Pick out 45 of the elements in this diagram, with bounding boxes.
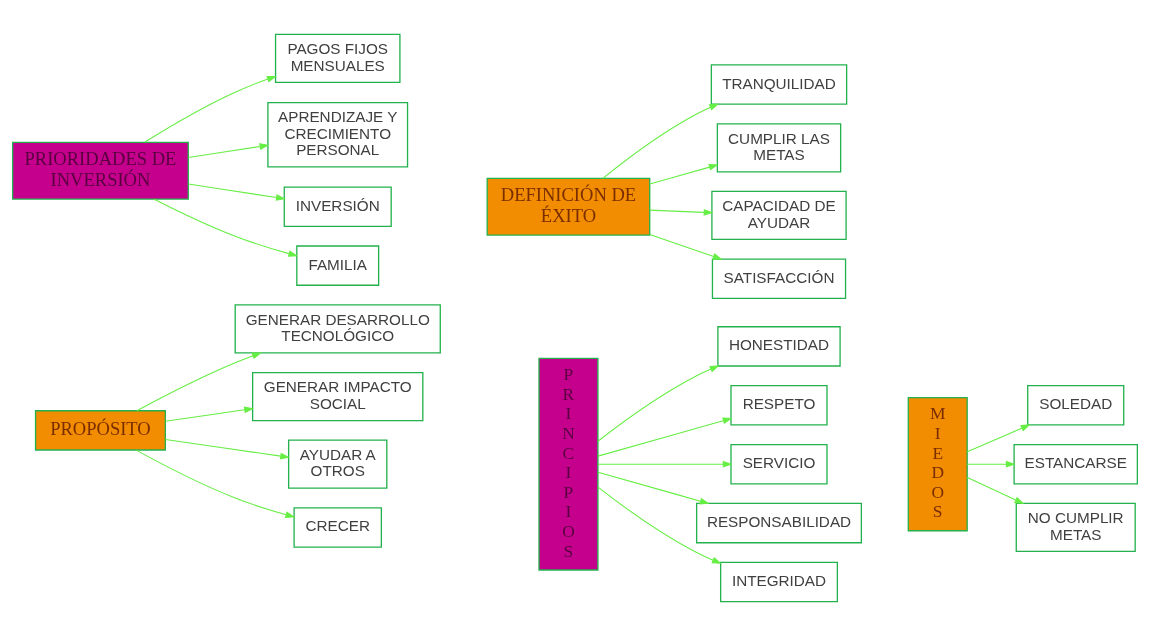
node-box: FAMILIA [296, 244, 380, 286]
node-box: DEFINICIÓN DE ÉXITO [486, 177, 651, 236]
arrow [597, 486, 722, 564]
arrow [602, 103, 720, 179]
arrow [966, 476, 1025, 504]
arrow [966, 423, 1031, 452]
node-box: RESPETO [730, 384, 828, 426]
node-box: INTEGRIDAD [720, 561, 838, 602]
node-box: SERVICIO [730, 443, 828, 484]
node-box: INVERSIÓN [283, 185, 392, 227]
node-box: SATISFACCIÓN [711, 257, 847, 299]
node-box: CRECER [293, 506, 382, 548]
arrow [966, 460, 1016, 468]
node-box: CAPACIDAD DE AYUDAR [711, 190, 847, 240]
arrow [164, 405, 255, 422]
node-box: APRENDIZAJE Y CRECIMIENTO PERSONAL [267, 101, 409, 168]
node-box: HONESTIDAD [717, 325, 841, 367]
node-box: SOLEDAD [1027, 384, 1125, 426]
arrow [136, 351, 262, 411]
node-box: MIEDOS [907, 396, 968, 531]
node-box: GENERAR DESARROLLO TECNOLÓGICO [234, 303, 441, 354]
arrow [187, 142, 270, 158]
node-box: CUMPLIR LAS METAS [716, 122, 842, 172]
arrow [164, 438, 291, 459]
node-box: ESTANCARSE [1013, 443, 1138, 484]
node-box: RESPONSABILIDAD [696, 502, 862, 543]
node-box: PROPÓSITO [34, 409, 166, 451]
node-box: PAGOS FIJOS MENSUALES [274, 33, 401, 83]
node-box: PRINCIPIOS [538, 357, 599, 571]
arrow [649, 163, 719, 185]
arrow [597, 364, 720, 442]
node-box: AYUDAR A OTROS [288, 439, 388, 489]
node-box: PRIORIDADES DE INVERSIÓN [12, 141, 189, 200]
node-box: TRANQUILIDAD [710, 63, 848, 105]
node-box: GENERAR IMPACTO SOCIAL [252, 371, 424, 421]
node-box: NO CUMPLIR METAS [1015, 502, 1136, 552]
arrow [144, 75, 277, 143]
arrow [597, 471, 710, 504]
arrow [153, 198, 299, 257]
arrow [135, 449, 296, 518]
arrow [597, 460, 733, 468]
arrow [597, 416, 733, 457]
arrow [649, 233, 723, 260]
arrow [649, 208, 714, 216]
arrow [187, 183, 286, 201]
